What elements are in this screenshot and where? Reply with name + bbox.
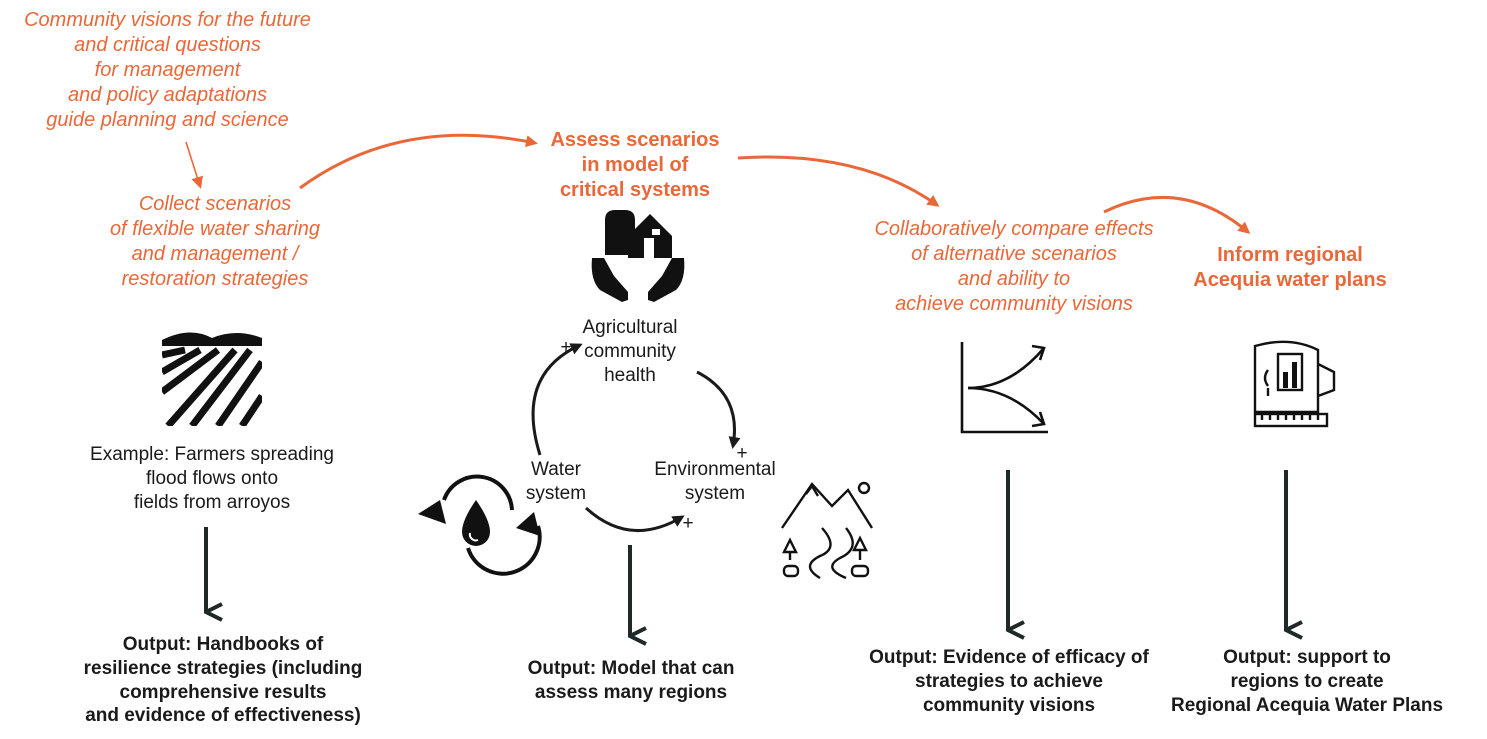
collect-scenarios-text: Collect scenarios of flexible water shar… [109, 193, 321, 290]
loop-arrow-agri-to-env [696, 370, 741, 449]
plus-sign-env-bottom: + [682, 513, 694, 534]
arrow-compare-to-inform [1103, 195, 1251, 234]
arrow-collect-to-assess [299, 133, 538, 190]
arrow-intro-to-collect [185, 141, 203, 189]
example-text: Example: Farmers spreading flood flows o… [90, 444, 334, 513]
plus-sign-env-top: + [736, 443, 748, 464]
water-cycle-icon [418, 474, 542, 576]
node-environmental-system: Environmental system [654, 459, 776, 504]
node-agricultural-community-health: Agricultural community health [582, 317, 678, 386]
mountain-river-icon [781, 481, 874, 580]
output-model: Output: Model that can assess many regio… [527, 658, 735, 703]
node-water-system: Water system [525, 459, 587, 504]
diverging-graph-icon [960, 342, 1048, 434]
output-handbooks: Output: Handbooks of resilience strategi… [83, 634, 363, 727]
blueprint-plan-icon [1253, 340, 1336, 428]
field-furrows-icon [162, 332, 262, 426]
output-evidence: Output: Evidence of efficacy of strategi… [869, 647, 1149, 716]
loop-arrow-water-to-agri [531, 343, 583, 456]
plus-sign-agri: + [560, 337, 572, 358]
inform-regional-title: Inform regional Acequia water plans [1193, 244, 1387, 291]
assess-scenarios-title: Assess scenarios in model of critical sy… [550, 129, 720, 201]
output-support: Output: support to regions to create Reg… [1170, 647, 1444, 716]
farm-hands-icon [591, 210, 685, 302]
arrow-assess-to-compare [737, 155, 940, 207]
compare-effects-text: Collaboratively compare effects of alter… [874, 218, 1154, 315]
loop-arrow-water-to-env [584, 506, 685, 533]
intro-visions-text: Community visions for the future and cri… [24, 9, 311, 131]
